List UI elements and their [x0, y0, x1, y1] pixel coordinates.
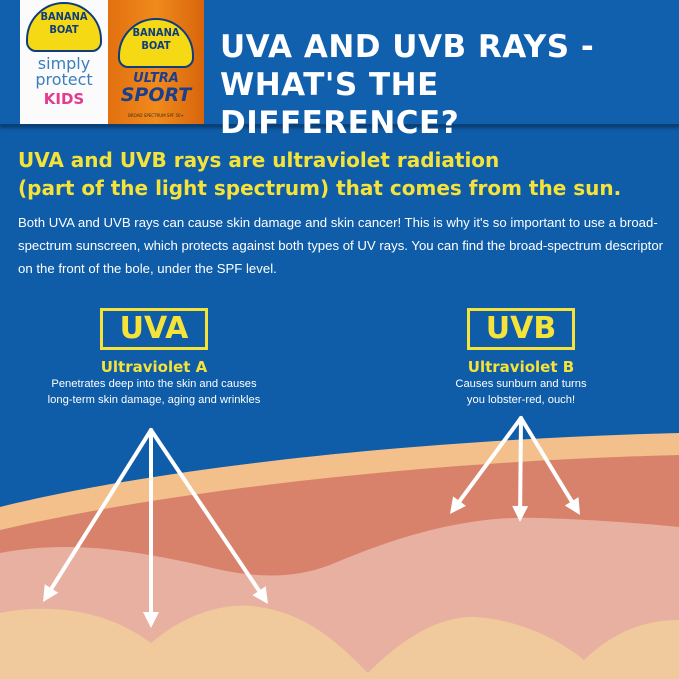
uva-name: Ultraviolet A: [100, 358, 208, 376]
uvb-arrow-shaft: [518, 416, 523, 509]
product-line: simply protect: [35, 54, 93, 89]
uva-arrow-head-icon: [252, 586, 268, 604]
uva-arrow-head-icon: [143, 612, 159, 628]
page-title: UVA AND UVB RAYS - WHAT'S THE DIFFERENCE…: [220, 28, 679, 142]
uva-arrow-shaft: [49, 428, 153, 591]
lead-line-2: (part of the light spectrum) that comes …: [18, 176, 622, 200]
uva-desc-line-1: Penetrates deep into the skin and causes: [51, 378, 257, 390]
uvb-section: UVB Ultraviolet B Causes sunburn and tur…: [401, 308, 641, 408]
uvb-desc-line-1: Causes sunburn and turns: [455, 378, 587, 390]
uva-label-box: UVA: [100, 308, 208, 350]
uva-desc-line-2: long-term skin damage, aging and wrinkle…: [47, 394, 261, 406]
uvb-arrow-shaft: [519, 416, 574, 504]
uva-section: UVA Ultraviolet A Penetrates deep into t…: [34, 308, 274, 408]
uvb-desc-line-2: you lobster-red, ouch!: [466, 394, 576, 406]
intro-lead: UVA and UVB rays are ultraviolet radiati…: [18, 146, 621, 202]
product-fine-print: BROAD SPECTRUM SPF 50+: [128, 113, 184, 118]
lead-line-1: UVA and UVB rays are ultraviolet radiati…: [18, 148, 500, 172]
product-sub: KIDS: [43, 90, 85, 108]
title-line-1: UVA AND UVB RAYS -: [220, 29, 595, 65]
uvb-label-box: UVB: [467, 308, 575, 350]
uvb-name: Ultraviolet B: [467, 358, 575, 376]
uvb-arrow-head-icon: [564, 497, 580, 515]
intro-body: Both UVA and UVB rays can cause skin dam…: [18, 215, 664, 276]
uvb-arrow-head-icon: [512, 505, 529, 522]
uv-arrows: [43, 416, 580, 628]
uva-arrow-shaft: [149, 428, 262, 593]
uvb-arrow-head-icon: [450, 496, 466, 514]
subcutaneous-layer: [0, 605, 679, 679]
product-sub: SPORT: [120, 84, 192, 106]
uvb-arrow-shaft: [457, 416, 523, 504]
uva-arrow-head-icon: [43, 584, 59, 602]
title-line-2: WHAT'S THE DIFFERENCE?: [220, 67, 460, 141]
product-line: ULTRA: [133, 71, 179, 86]
